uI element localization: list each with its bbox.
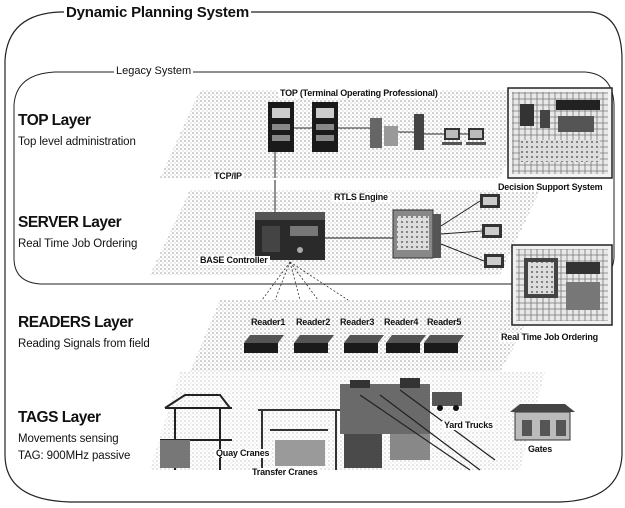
top-layer-desc: Top level administration	[18, 137, 136, 149]
reader-device-4	[386, 335, 426, 353]
reader-label-3: Reader3	[340, 318, 374, 327]
decision-support-screenshot	[508, 88, 612, 178]
top-professional-label: TOP (Terminal Operating Professional)	[278, 89, 440, 98]
rtls-engine-label: RTLS Engine	[332, 193, 390, 202]
reader-label-2: Reader2	[296, 318, 330, 327]
dss-pc-2	[482, 224, 502, 238]
rtls-engine-device	[393, 210, 441, 258]
dynamic-planning-title: Dynamic Planning System	[64, 5, 251, 20]
tags-layer-desc: Movements sensing	[18, 434, 119, 446]
reader-device-3	[344, 335, 384, 353]
readers-layer-desc: Reading Signals from field	[18, 339, 150, 351]
readers-layer-title: READERS Layer	[18, 315, 133, 331]
reader-label-5: Reader5	[427, 318, 461, 327]
transfer-cranes-label: Transfer Cranes	[250, 468, 320, 477]
reader-device-5	[424, 335, 464, 353]
tcpip-label: TCP/IP	[212, 172, 244, 181]
base-controller-device	[255, 212, 325, 260]
real-time-job-ordering-label: Real Time Job Ordering	[499, 333, 600, 342]
server-layer-title: SERVER Layer	[18, 215, 121, 231]
dss-pc-1	[480, 194, 500, 208]
tags-layer-title: TAGS Layer	[18, 410, 101, 426]
pc-monitor-2	[466, 128, 486, 145]
reader-label-4: Reader4	[384, 318, 418, 327]
server-layer-desc: Real Time Job Ordering	[18, 239, 137, 251]
reader-device-1	[244, 335, 284, 353]
gate-building	[510, 404, 575, 440]
workstation-tower-2	[414, 114, 424, 150]
yard-trucks-label: Yard Trucks	[442, 421, 495, 430]
dss-pc-3	[484, 254, 504, 268]
quay-cranes-label: Quay Cranes	[214, 449, 271, 458]
pc-monitor-1	[442, 128, 462, 145]
server-rack-2	[312, 102, 338, 152]
reader-label-1: Reader1	[251, 318, 285, 327]
server-rack-1	[268, 102, 294, 152]
base-controller-label: BASE Controller	[198, 256, 270, 265]
top-layer-title: TOP Layer	[18, 113, 90, 129]
tags-layer-desc-2: TAG: 900MHz passive	[18, 451, 130, 463]
decision-support-label: Decision Support System	[496, 183, 604, 192]
legacy-system-label: Legacy System	[114, 66, 193, 77]
gates-label: Gates	[528, 445, 552, 454]
reader-device-2	[294, 335, 334, 353]
job-ordering-screenshot	[512, 245, 612, 325]
